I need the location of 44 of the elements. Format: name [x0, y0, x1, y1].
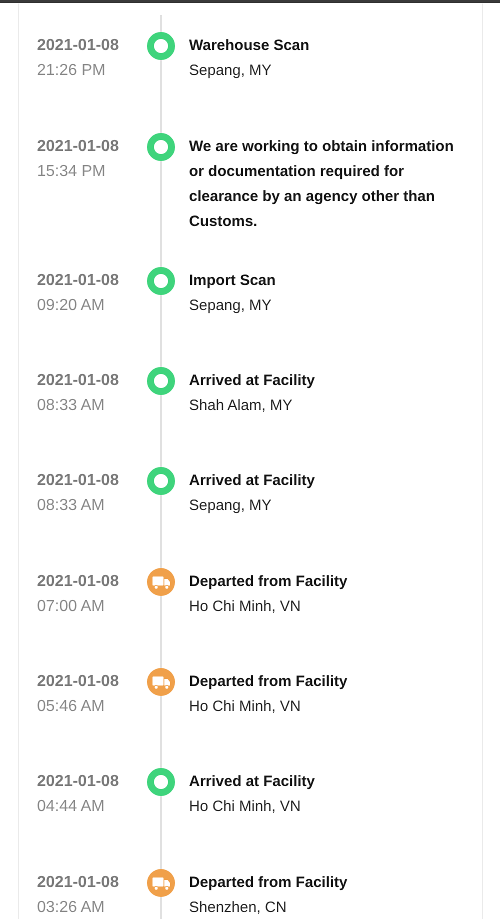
location-text: Sepang, MY: [189, 296, 273, 316]
event-title: Departed from Facility: [189, 672, 348, 692]
time-text: 08:33 AM: [37, 396, 106, 416]
date-text: 2021-01-08: [37, 137, 119, 157]
event-title: Arrived at Facility: [189, 772, 316, 792]
date-text: 2021-01-08: [37, 471, 119, 491]
truck-icon: [147, 869, 175, 897]
location-text: Shenzhen, CN: [189, 898, 288, 918]
status-ring-icon: [147, 367, 175, 395]
date-text: 2021-01-08: [37, 772, 119, 792]
status-ring-icon: [147, 768, 175, 796]
event-title: Import Scan: [189, 271, 277, 291]
event-title: Arrived at Facility: [189, 371, 316, 391]
time-text: 04:44 AM: [37, 797, 106, 817]
time-text: 09:20 AM: [37, 296, 106, 316]
date-text: 2021-01-08: [37, 572, 119, 592]
time-text: 07:00 AM: [37, 597, 106, 617]
time-text: 21:26 PM: [37, 61, 106, 81]
date-text: 2021-01-08: [37, 371, 119, 391]
event-title: Warehouse Scan: [189, 36, 310, 56]
time-text: 08:33 AM: [37, 496, 106, 516]
location-text: Sepang, MY: [189, 496, 273, 516]
location-text: Sepang, MY: [189, 61, 273, 81]
time-text: 03:26 AM: [37, 898, 106, 918]
truck-icon: [147, 668, 175, 696]
location-text: Shah Alam, MY: [189, 396, 294, 416]
status-ring-icon: [147, 133, 175, 161]
date-text: 2021-01-08: [37, 36, 119, 56]
time-text: 05:46 AM: [37, 697, 106, 717]
time-text: 15:34 PM: [37, 162, 106, 182]
event-title: Departed from Facility: [189, 572, 348, 592]
truck-icon: [147, 568, 175, 596]
date-text: 2021-01-08: [37, 672, 119, 692]
date-text: 2021-01-08: [37, 873, 119, 893]
location-text: Ho Chi Minh, VN: [189, 697, 302, 717]
status-ring-icon: [147, 267, 175, 295]
location-text: Ho Chi Minh, VN: [189, 797, 302, 817]
event-title: Arrived at Facility: [189, 471, 316, 491]
status-ring-icon: [147, 467, 175, 495]
event-title: Departed from Facility: [189, 873, 348, 893]
status-ring-icon: [147, 32, 175, 60]
location-text: Ho Chi Minh, VN: [189, 597, 302, 617]
date-text: 2021-01-08: [37, 271, 119, 291]
event-title: We are working to obtain information or documentation required for clearance by an agency other than Customs.: [189, 137, 455, 232]
